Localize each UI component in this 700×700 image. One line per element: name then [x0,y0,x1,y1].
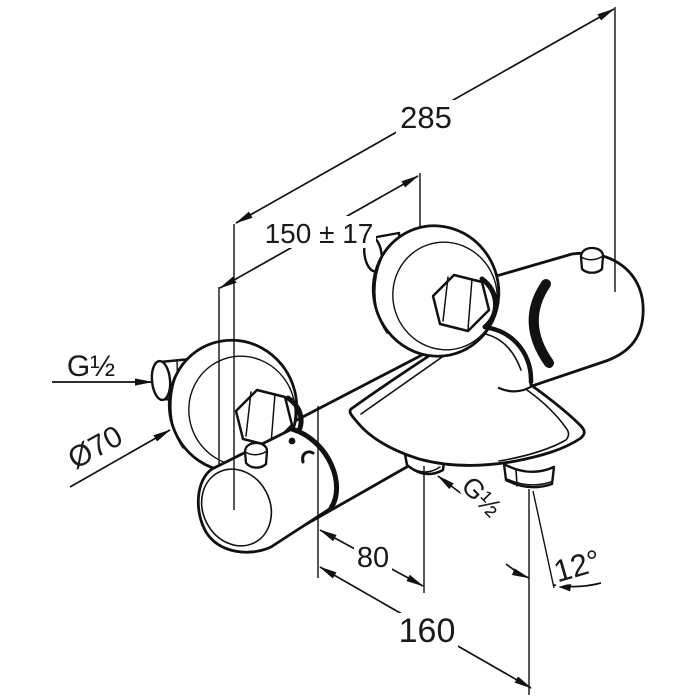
safety-stop-button-right-top-line [580,255,604,261]
label-shower-outlet-thread: G½ [456,471,508,523]
angle-arc-right [553,582,602,592]
label-bg-160 [398,613,458,647]
right-nut-shadow-crescent [479,276,499,330]
spout-nozzle-rim-line [506,478,552,486]
left-union-nut-facet-1 [245,391,252,437]
temperature-handle-face-ring [200,468,273,547]
spout-angle-slant-line [532,490,555,589]
label-spout-angle: 12° [550,543,605,590]
spout-nozzle-facet-line [515,468,518,487]
label-bg-80 [354,543,392,571]
temperature-handle-edge-crescent [289,426,340,511]
handle-index-mark [301,450,315,464]
label-bg-285 [396,100,456,134]
right-union-nut-facet-1 [442,276,449,322]
right-escutcheon-inner-ring [392,241,498,351]
label-escutcheon-diameter: Ø70 [63,420,129,476]
spout-underside-arc [497,383,536,393]
label-wall-to-shower-outlet: 80 [357,542,389,574]
spout-tip-contour-line [498,389,570,462]
shower-outlet-rim-line [409,466,441,473]
left-union-nut-facet-2 [270,393,276,445]
safety-stop-button-left-top-line [244,450,268,456]
label-inlet-thread: G½ [67,350,115,383]
left-escutcheon-rim-line [170,363,184,449]
temperature-ring-band [528,279,554,368]
faucet-body-group [150,224,645,554]
right-union-nut-facet-2 [467,278,473,330]
leader-shower-outlet-thread [437,475,480,508]
label-bg-150 [262,216,376,248]
label-wall-to-spout-tip: 160 [399,612,456,650]
label-connection-centers: 150 ± 17 [265,218,374,249]
leader-escutcheon-diameter [69,429,171,488]
handle-index-dot [288,437,296,445]
angle-arc-left [505,563,530,579]
label-overall-width: 285 [400,100,452,135]
